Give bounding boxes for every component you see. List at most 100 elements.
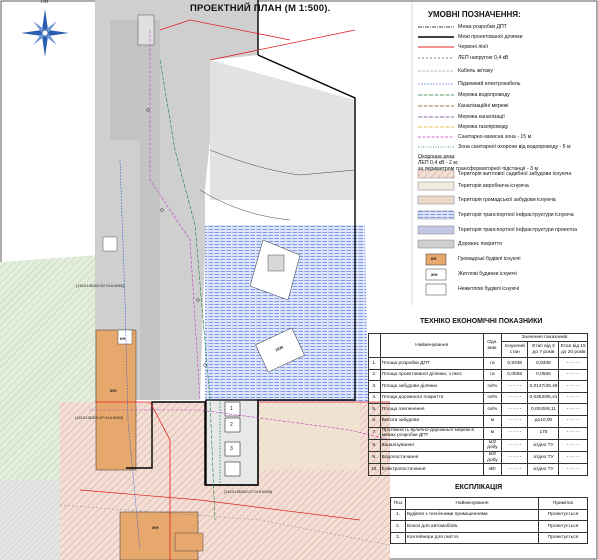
exp-head-name: Найменування bbox=[405, 497, 539, 510]
tei-cell-n: 3. bbox=[368, 380, 381, 393]
tei-cell-v2: до10,00 bbox=[527, 414, 560, 428]
legend-badge-residential: ЖН bbox=[431, 272, 438, 277]
tei-cell-name: Площа забудови ділянки bbox=[379, 380, 484, 393]
legend-item: ЛЕП 0,4 кВ - 2 м; bbox=[418, 160, 459, 166]
tei-head-unit: Одн. вим. bbox=[482, 333, 503, 358]
tei-title: ТЕХНІКО ЕКОНОМІЧНІ ПОКАЗНИКИ bbox=[420, 318, 543, 325]
tei-cell-n: 10. bbox=[368, 463, 381, 476]
area-existing bbox=[210, 60, 355, 200]
exp-cell-name: Контейнери для сміття. bbox=[405, 531, 539, 545]
exp-table: Поз Найменування Примітка 1.Будівля з те… bbox=[390, 497, 588, 545]
legend-item: ЛЕП напругою 0,4 кВ bbox=[458, 55, 509, 61]
tei-table: Найменування Одн. вим. Значення показник… bbox=[368, 333, 588, 476]
tei-cell-v3: - - - - - bbox=[558, 403, 588, 416]
tei-cell-unit: м3/ добу bbox=[482, 438, 503, 452]
tei-cell-v2: 0,0555 bbox=[527, 368, 560, 382]
tei-cell-name: Електропостачання bbox=[379, 463, 484, 476]
legend-item: Територія житлової садибної забудови існ… bbox=[458, 171, 572, 177]
legend-symbols bbox=[417, 26, 455, 296]
tei-cell-v2: 0,9336 bbox=[527, 357, 560, 370]
legend-item: Межа розробки ДПТ bbox=[458, 24, 507, 30]
legend-item: Мережа газопроводу bbox=[458, 124, 509, 130]
tei-cell-n: 1. bbox=[368, 357, 381, 370]
tei-cell-name: Площа дорожного покриття bbox=[379, 391, 484, 405]
tei-cell-v1: 0,9336 bbox=[501, 357, 529, 370]
tei-head-c3: Етап від 15 до 20 років bbox=[558, 341, 588, 358]
tei-cell-unit: м bbox=[482, 414, 503, 428]
tei-cell-v3: - - - - - bbox=[558, 414, 588, 428]
tei-cell-v3: - - - - - bbox=[558, 391, 588, 405]
tei-cell-v2: згідно ТУ bbox=[527, 450, 560, 465]
parcel-label-1: (1810136300:07:016:0062) bbox=[76, 283, 125, 288]
compass-icon bbox=[21, 9, 69, 57]
legend-item: Межі проектованої ділянки bbox=[458, 34, 523, 40]
legend-item: Нежитлові будівлі існуючі bbox=[458, 286, 520, 292]
plan-title: ПРОЕКТНИЙ ПЛАН (М 1:500). bbox=[190, 3, 331, 14]
tei-cell-n: 2. bbox=[368, 368, 381, 382]
tei-cell-v2: 0,0045/8,11 bbox=[527, 403, 560, 416]
legend-item: Мережа каналізації bbox=[458, 114, 505, 120]
tei-head-c2: Етап від 3 до 7 років bbox=[527, 341, 560, 358]
legend-item: Зона санітарної охорони від водопроводу … bbox=[458, 144, 571, 150]
exp-head-note: Примітка bbox=[538, 497, 588, 510]
tei-cell-v1: - - - - - bbox=[501, 426, 529, 440]
legend-item: Каналізаційні мережі bbox=[458, 103, 509, 109]
tei-cell-v3: - - - - - bbox=[558, 426, 588, 440]
tei-cell-n: 4. bbox=[368, 391, 381, 405]
slot-label-2: 2 bbox=[230, 422, 233, 428]
compass-label: ПН bbox=[41, 0, 49, 5]
legend-item: Житлові будинки існуючі bbox=[458, 271, 517, 277]
exp-cell-note: Проектується bbox=[538, 531, 588, 545]
exp-row: 3.Контейнери для сміття.Проектується bbox=[390, 531, 588, 545]
tei-cell-v2: 175 bbox=[527, 426, 560, 440]
legend-item: Червоні лінії bbox=[458, 44, 488, 50]
tei-cell-unit: м3/ добу bbox=[482, 450, 503, 465]
tei-cell-name: Площа розробки ДПТ bbox=[379, 357, 484, 370]
tei-cell-name: Площа проектованої ділянки, з якої: bbox=[379, 368, 484, 382]
tei-cell-v1: - - - - - bbox=[501, 380, 529, 393]
tei-cell-v3: - - - - - bbox=[558, 380, 588, 393]
tei-cell-v3: - - - - - bbox=[558, 357, 588, 370]
legend-item: Кабель зв'язку bbox=[458, 68, 493, 74]
tei-cell-unit: га/% bbox=[482, 403, 503, 416]
tei-cell-name: Каналізування bbox=[379, 438, 484, 452]
exp-head-n: Поз bbox=[390, 497, 406, 510]
legend-item: Громадські будівлі існуючі bbox=[458, 256, 521, 262]
legend-item: Територія виробнича існуюча bbox=[458, 183, 529, 189]
tei-cell-v1: - - - - - bbox=[501, 438, 529, 452]
exp-cell-n: 1. bbox=[390, 508, 406, 522]
tei-cell-n: 9. bbox=[368, 450, 381, 465]
tei-cell-unit: га bbox=[482, 368, 503, 382]
tei-cell-n: 7. bbox=[368, 426, 381, 440]
tei-cell-v1: - - - - - bbox=[501, 463, 529, 476]
dpt-boundary bbox=[126, 54, 356, 486]
parcel-label-3: (1810136300:07:016:0065) bbox=[224, 489, 273, 494]
exp-title: ЕКСПЛІКАЦІЯ bbox=[455, 484, 503, 491]
tei-head-c1: Існуючий стан bbox=[501, 341, 529, 358]
building-label-zhn-1: ЖН bbox=[110, 388, 117, 393]
legend-item: Територія транспортної інфраструктури пр… bbox=[458, 227, 577, 233]
legend-item: Територія транспортної інфраструктури іс… bbox=[458, 212, 574, 218]
tei-cell-name: Висота забудови bbox=[379, 414, 484, 428]
legend-item: Територія громадської забудови існуюча bbox=[458, 197, 556, 203]
tei-cell-n: 5. bbox=[368, 403, 381, 416]
tei-cell-v1: - - - - - bbox=[501, 414, 529, 428]
tei-cell-v1: - - - - - bbox=[501, 450, 529, 465]
building-label-kn: КН bbox=[120, 336, 126, 341]
tei-cell-v2: 0,0147/26,49 bbox=[527, 380, 560, 393]
exp-cell-n: 3. bbox=[390, 531, 406, 545]
slot-label-3: 3 bbox=[230, 446, 233, 452]
slot-label-1: 1 bbox=[230, 406, 233, 412]
tei-cell-v2: згідно ТУ bbox=[527, 463, 560, 476]
tei-cell-v1: 0,0555 bbox=[501, 368, 529, 382]
legend-item: Санітарно-захисна зона - 15 м bbox=[458, 134, 532, 140]
legend-title: УМОВНІ ПОЗНАЧЕННЯ: bbox=[428, 10, 521, 19]
tei-cell-unit: кВт bbox=[482, 463, 503, 476]
